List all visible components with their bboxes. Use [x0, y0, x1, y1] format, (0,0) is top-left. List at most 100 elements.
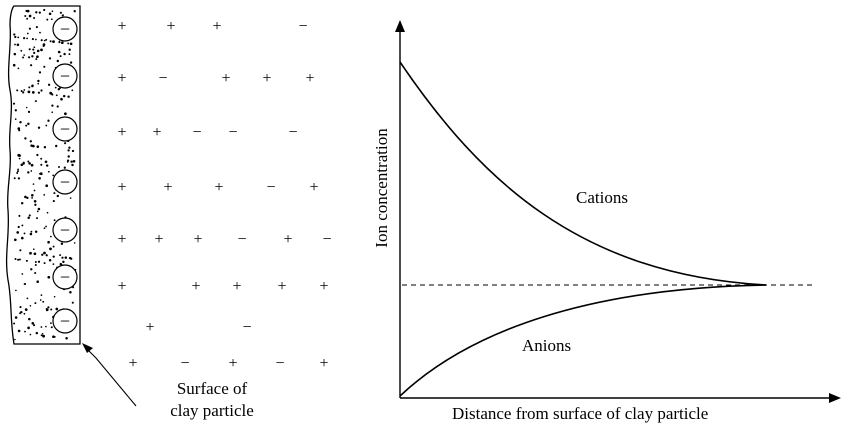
surface-charge: −	[52, 63, 78, 89]
clay-speckle	[14, 43, 16, 46]
cation-symbol: +	[145, 319, 154, 336]
clay-speckle	[39, 31, 41, 34]
clay-speckle	[35, 38, 37, 41]
clay-speckle	[28, 14, 32, 18]
clay-speckle	[52, 245, 55, 248]
clay-speckle	[40, 326, 43, 328]
clay-speckle	[24, 308, 28, 311]
clay-speckle	[68, 53, 71, 56]
clay-speckle	[51, 104, 54, 107]
clay-speckle	[35, 58, 38, 61]
surface-label-line2: clay particle	[170, 401, 254, 420]
clay-speckle	[32, 48, 35, 51]
clay-speckle	[25, 124, 28, 127]
clay-speckle	[28, 86, 31, 89]
anion-symbol: −	[298, 18, 307, 35]
clay-speckle	[40, 334, 43, 337]
clay-speckle	[68, 146, 71, 149]
clay-speckle	[26, 196, 29, 200]
clay-speckle	[51, 10, 54, 13]
clay-speckle	[27, 171, 30, 174]
cation-symbol: +	[228, 355, 237, 372]
cation-symbol: +	[262, 70, 271, 87]
clay-speckle	[38, 177, 41, 180]
clay-speckle	[23, 232, 26, 235]
surface-charge: −	[52, 169, 78, 195]
clay-speckle	[20, 49, 23, 52]
clay-speckle	[67, 149, 70, 152]
clay-speckle	[34, 230, 38, 234]
cation-symbol: +	[117, 124, 126, 141]
anion-symbol: −	[158, 70, 167, 87]
clay-speckle	[13, 33, 16, 36]
surface-charge: −	[52, 16, 78, 42]
clay-speckle	[67, 95, 70, 98]
clay-speckle	[35, 11, 38, 14]
clay-speckle	[40, 39, 43, 42]
clay-speckle	[71, 89, 74, 92]
clay-speckle	[19, 306, 22, 309]
clay-speckle	[14, 338, 16, 341]
clay-speckle	[50, 326, 53, 329]
clay-speckle	[23, 312, 26, 315]
clay-speckle	[64, 142, 67, 145]
clay-speckle	[71, 149, 75, 153]
clay-speckle	[37, 91, 41, 94]
cation-symbol: +	[191, 278, 200, 295]
clay-speckle	[40, 157, 43, 160]
clay-speckle	[34, 100, 37, 103]
clay-speckle	[27, 160, 30, 163]
clay-speckle	[16, 172, 19, 174]
clay-speckle	[26, 37, 28, 40]
cation-symbol: +	[309, 179, 318, 196]
clay-speckle	[36, 217, 38, 220]
clay-speckle	[31, 194, 34, 197]
clay-speckle	[51, 111, 54, 114]
clay-speckle	[33, 199, 37, 203]
clay-speckle	[50, 235, 52, 238]
x-axis-label: Distance from surface of clay particle	[452, 404, 709, 423]
clay-speckle	[69, 61, 73, 64]
clay-speckle	[59, 11, 62, 14]
clay-speckle	[31, 197, 33, 199]
clay-speckle	[67, 155, 70, 158]
clay-speckle	[31, 84, 34, 87]
clay-speckle	[14, 118, 17, 120]
clay-speckle	[20, 236, 24, 240]
clay-speckle	[30, 170, 33, 172]
clay-speckle	[33, 252, 37, 256]
clay-speckle	[32, 248, 35, 251]
clay-speckle	[45, 225, 48, 228]
clay-speckle	[62, 94, 66, 98]
clay-speckle	[59, 262, 63, 266]
clay-speckle	[56, 194, 60, 198]
clay-speckle	[37, 260, 41, 263]
clay-speckle	[30, 64, 33, 67]
surface-of-clay-particle-label: Surface of clay particle	[152, 378, 272, 422]
clay-speckle	[37, 82, 40, 85]
clay-speckle	[31, 55, 34, 58]
clay-speckle	[14, 35, 17, 39]
clay-speckle	[30, 230, 33, 233]
clay-speckle	[17, 67, 20, 70]
cation-symbol: +	[117, 18, 126, 35]
clay-speckle	[34, 203, 37, 206]
cation-symbol: +	[117, 179, 126, 196]
clay-speckle	[59, 55, 62, 58]
clay-speckle	[26, 17, 29, 20]
cation-symbol: +	[152, 124, 161, 141]
clay-speckle	[24, 330, 26, 333]
clay-speckle	[18, 214, 21, 217]
clay-speckle	[22, 162, 25, 165]
clay-speckle	[48, 259, 52, 262]
clay-speckle	[31, 38, 34, 41]
clay-speckle	[45, 38, 48, 41]
clay-speckle	[27, 56, 31, 59]
ion-distribution: +++−+−+++++−−−+++−++++−+−++++++−+−+−+	[117, 18, 331, 372]
clay-speckle	[27, 122, 30, 126]
clay-speckle	[35, 331, 39, 335]
clay-speckle	[22, 91, 25, 94]
clay-speckle	[34, 263, 37, 267]
clay-speckle	[53, 295, 56, 298]
clay-speckle	[50, 18, 53, 21]
